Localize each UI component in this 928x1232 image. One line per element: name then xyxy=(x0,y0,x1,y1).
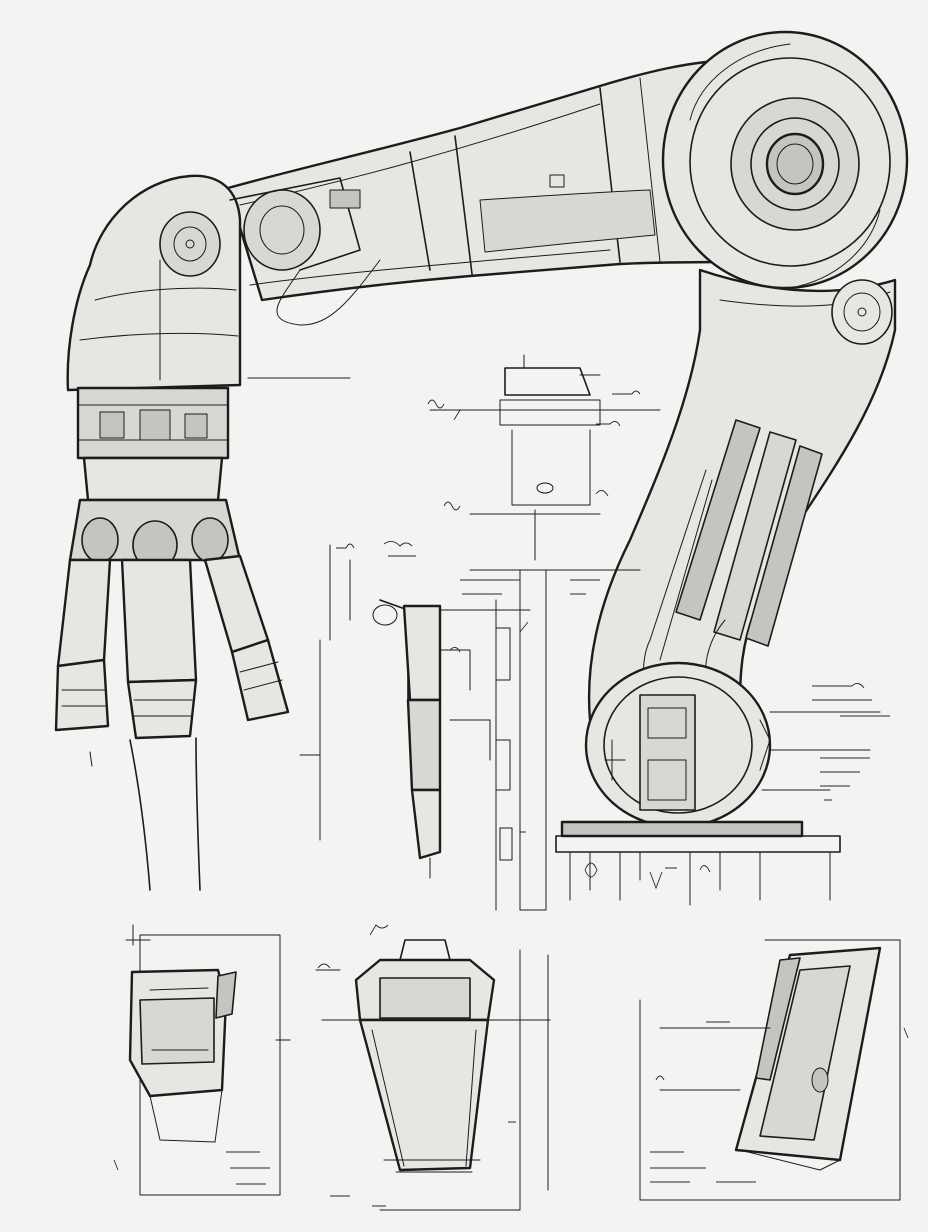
base-annotations xyxy=(247,377,890,801)
robot-arm-sketch xyxy=(54,30,909,906)
cylinder-detail xyxy=(639,939,909,1201)
end-effector-detail xyxy=(427,354,661,561)
elbow-joint xyxy=(66,174,381,392)
linkage-detail xyxy=(299,541,641,911)
lower-column xyxy=(587,268,897,722)
base-turret xyxy=(555,661,841,906)
adapter-detail xyxy=(315,924,551,1211)
forearm xyxy=(76,386,230,502)
upper-arm xyxy=(226,58,742,302)
gripper-detail xyxy=(113,924,291,1196)
gripper-hand xyxy=(54,498,290,891)
shoulder-joint xyxy=(661,30,909,290)
